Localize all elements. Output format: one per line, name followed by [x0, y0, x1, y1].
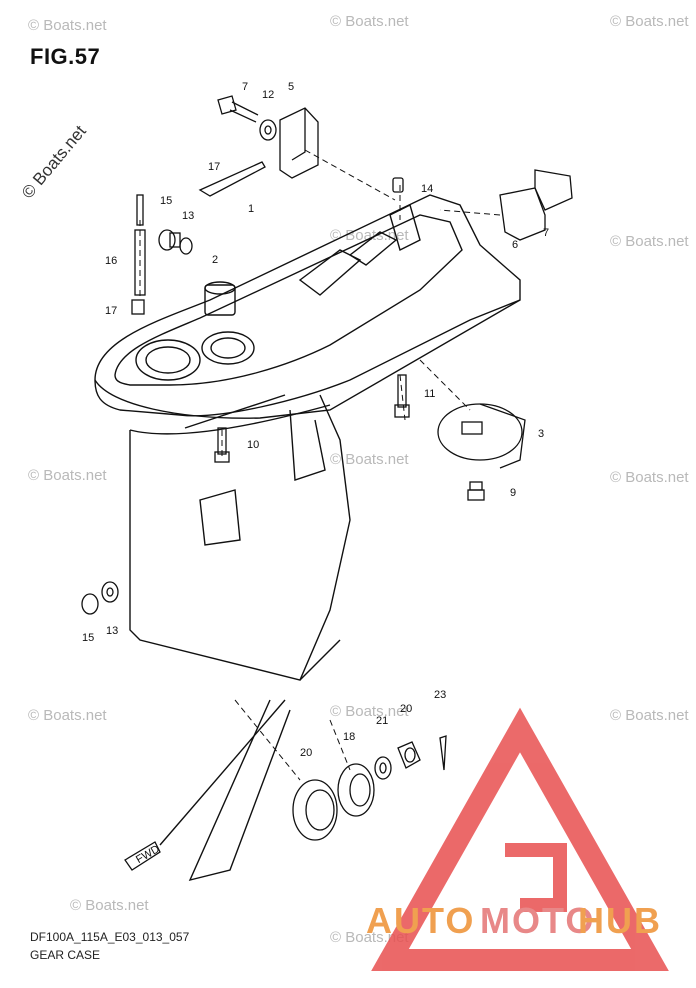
drain-plug-icon [81, 593, 99, 615]
watermark: © Boats.net [610, 233, 689, 250]
watermark: © Boats.net [330, 703, 409, 720]
callout-labels: 7 12 5 17 1 2 15 13 16 17 14 6 7 11 3 10… [82, 81, 549, 759]
gear-case-body [94, 194, 521, 882]
drawing-name: GEAR CASE [30, 948, 101, 962]
bolt-icon [214, 427, 230, 463]
bolt-icon [217, 95, 259, 123]
parts [81, 95, 573, 871]
washer-icon [101, 581, 119, 603]
callout-10: 10 [247, 439, 259, 451]
callout-13: 13 [182, 210, 194, 222]
watermark: © Boats.net [28, 17, 107, 34]
watermark: © Boats.net [330, 451, 409, 468]
seal-icon [337, 763, 375, 817]
watermark: © Boats.net [70, 897, 149, 914]
callout-23: 23 [434, 689, 446, 701]
logo-wordmark-hub: HUB [578, 900, 662, 941]
automotohub-logo-triangle [371, 707, 669, 971]
leader-lines [139, 149, 501, 781]
logo-wordmark-moto: MOTO [480, 900, 596, 941]
callout-19: 18 [343, 731, 355, 743]
callout-18: 17 [208, 161, 220, 173]
callout-7: 7 [543, 227, 549, 239]
callout-20: 20 [300, 747, 312, 759]
anode-block-icon [279, 107, 319, 179]
callout-6: 6 [512, 239, 518, 251]
logo-wordmark-auto: AUTO [366, 900, 476, 941]
bearing-housing-icon [292, 779, 338, 841]
cotter-pin-icon [439, 735, 447, 771]
callout-15: 15 [160, 195, 172, 207]
callout-3: 3 [538, 428, 544, 440]
watermark: © Boats.net [330, 13, 409, 30]
callout-2: 2 [212, 254, 218, 266]
callout-12: 12 [262, 89, 274, 101]
callout-5: 5 [288, 81, 294, 93]
dowel-pin-icon [392, 177, 404, 193]
drain-plug-icon [158, 229, 181, 251]
washer-icon [179, 237, 193, 255]
callout-11: 11 [424, 388, 435, 400]
drawing-code: DF100A_115A_E03_013_057 [30, 930, 190, 944]
washer-icon [259, 119, 277, 141]
bolt-icon [467, 481, 485, 501]
nipple-icon [131, 299, 145, 315]
callout-21: 20 [400, 703, 412, 715]
callout-16: 16 [105, 255, 117, 267]
watermark: © Boats.net [330, 227, 409, 244]
watermark: © Boats.net [610, 13, 689, 30]
castle-nut-icon [397, 741, 421, 769]
callout-15-lower: 15 [82, 632, 94, 644]
callout-22: 21 [376, 715, 388, 727]
figure-title: FIG.57 [30, 44, 101, 69]
watermark: © Boats.net [610, 469, 689, 486]
callout-8: 7 [242, 81, 248, 93]
washer-icon [374, 756, 392, 780]
trim-tab-anode-icon [437, 403, 526, 469]
callout-14: 14 [421, 183, 433, 195]
water-pipe-icon [134, 194, 146, 296]
fwd-label: FWD [134, 843, 162, 866]
callout-13-lower: 13 [106, 625, 118, 637]
watermark: © Boats.net [28, 467, 107, 484]
watermark: © Boats.net [28, 707, 107, 724]
water-tube-icon [198, 161, 266, 197]
callout-1: 1 [248, 203, 254, 215]
callout-9: 9 [510, 487, 516, 499]
forward-arrow-icon [124, 841, 161, 871]
bolt-icon [394, 374, 410, 418]
seal-cap-icon [499, 169, 573, 241]
watermark: © Boats.net [610, 707, 689, 724]
callout-17: 17 [105, 305, 117, 317]
